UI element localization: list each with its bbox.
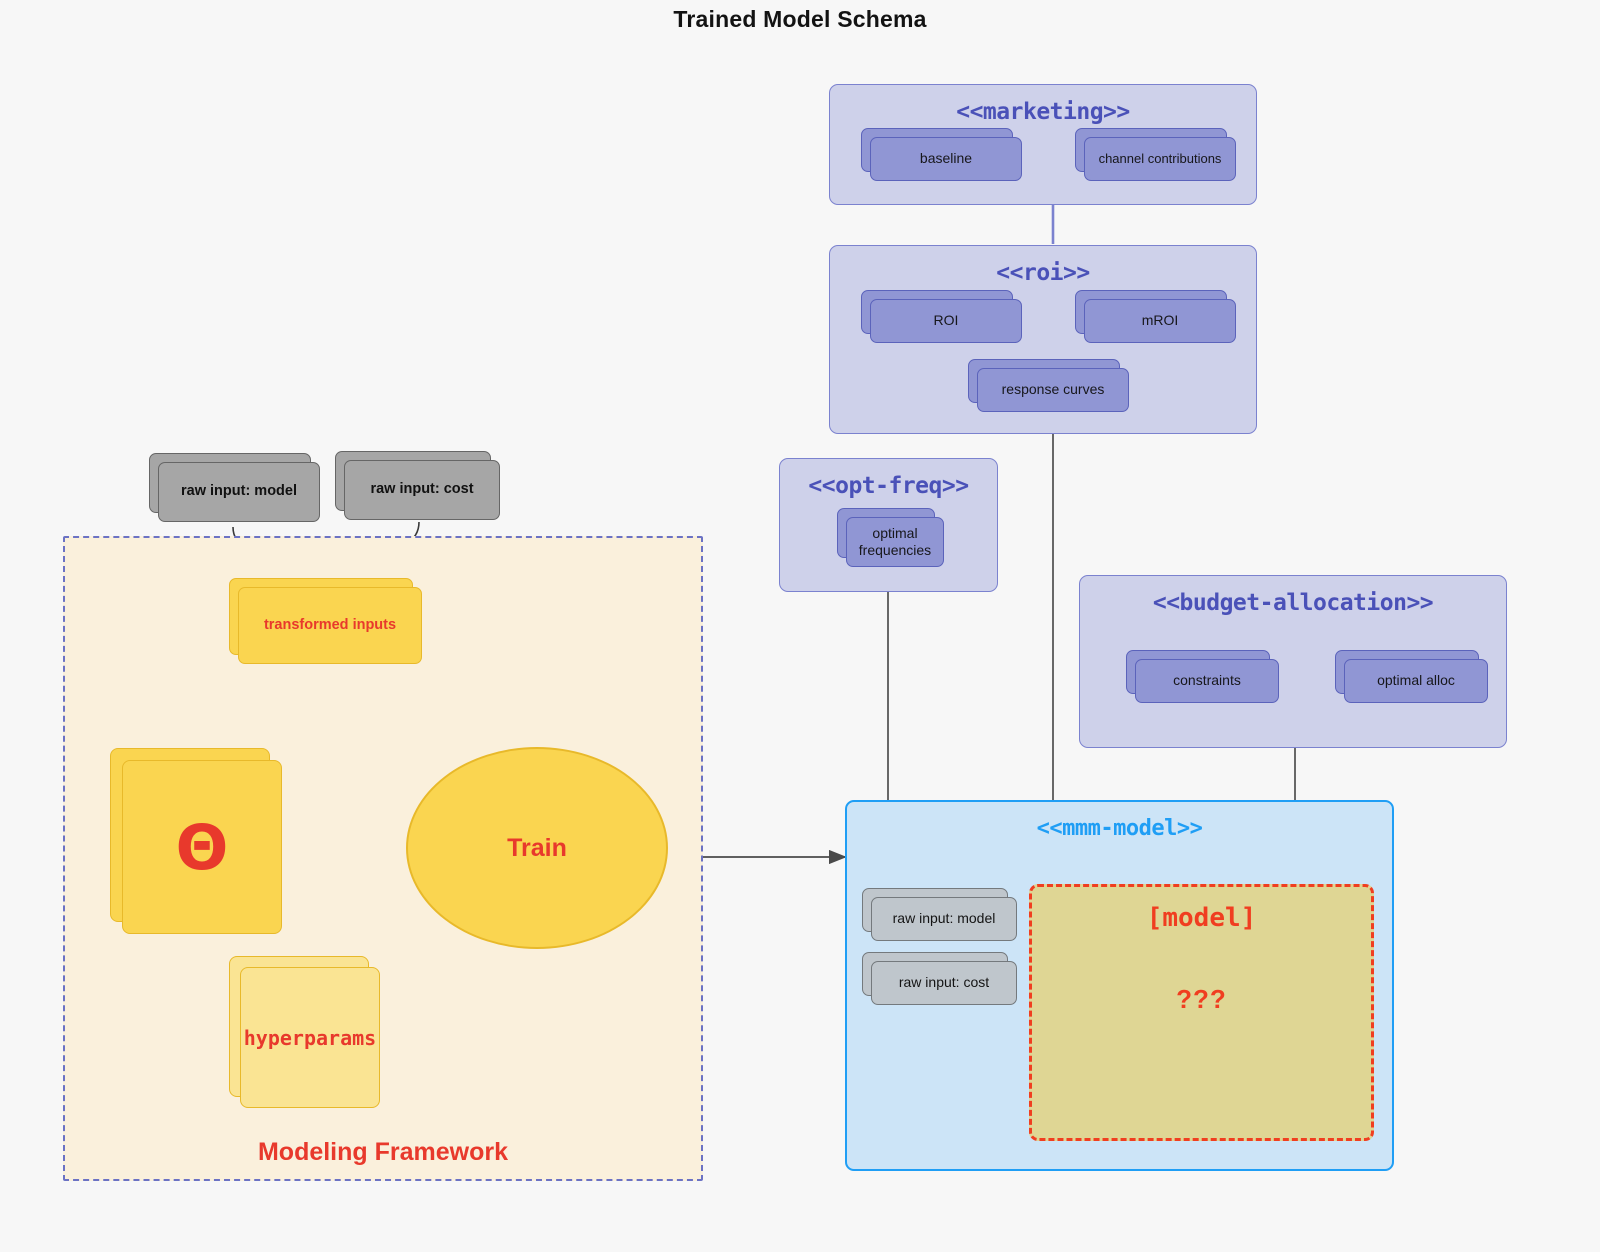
package-budget-allocation[interactable]: <<budget-allocation>> constraints optima…	[1079, 575, 1507, 748]
node-baseline-label: baseline	[870, 137, 1022, 181]
node-optimal-frequencies[interactable]: optimal frequencies	[837, 508, 944, 567]
package-roi-title: <<roi>>	[996, 260, 1090, 286]
node-optimal-alloc-label: optimal alloc	[1344, 659, 1488, 703]
package-marketing[interactable]: <<marketing>> baseline channel contribut…	[829, 84, 1257, 205]
node-raw-input-model-label: raw input: model	[158, 462, 320, 522]
model-placeholder[interactable]: [model] ???	[1029, 884, 1374, 1141]
node-optimal-frequencies-line1: optimal	[872, 524, 918, 541]
node-mmm-raw-input-cost-label: raw input: cost	[871, 961, 1017, 1005]
node-response-curves[interactable]: response curves	[968, 359, 1129, 412]
node-mroi-label: mROI	[1084, 299, 1236, 343]
node-baseline[interactable]: baseline	[861, 128, 1022, 181]
node-raw-input-cost-label: raw input: cost	[344, 460, 500, 520]
node-train-label: Train	[507, 833, 567, 862]
package-budget-allocation-title: <<budget-allocation>>	[1152, 590, 1434, 616]
node-channel-contributions-label: channel contributions	[1084, 137, 1236, 181]
node-channel-contributions[interactable]: channel contributions	[1075, 128, 1236, 181]
package-roi[interactable]: <<roi>> ROI mROI response curves	[829, 245, 1257, 434]
node-optimal-alloc[interactable]: optimal alloc	[1335, 650, 1488, 703]
node-roi-label: ROI	[870, 299, 1022, 343]
node-transformed-inputs[interactable]: transformed inputs	[229, 578, 422, 664]
node-response-curves-label: response curves	[977, 368, 1129, 412]
node-roi[interactable]: ROI	[861, 290, 1022, 343]
node-hyperparams-label: hyperparams	[240, 967, 380, 1108]
node-hyperparams[interactable]: hyperparams	[229, 956, 380, 1108]
package-mmm-model[interactable]: <<mmm-model>> raw input: model raw input…	[845, 800, 1394, 1171]
package-marketing-title: <<marketing>>	[956, 99, 1130, 125]
node-raw-input-model[interactable]: raw input: model	[149, 453, 320, 522]
node-optimal-frequencies-line2: frequencies	[858, 542, 932, 558]
page-title: Trained Model Schema	[673, 6, 927, 32]
package-opt-freq-title: <<opt-freq>>	[808, 473, 969, 499]
node-mmm-raw-input-model-label: raw input: model	[871, 897, 1017, 941]
node-theta[interactable]: Θ	[110, 748, 282, 934]
node-transformed-inputs-label: transformed inputs	[238, 587, 422, 664]
model-placeholder-title: [model]	[1146, 903, 1257, 933]
node-constraints[interactable]: constraints	[1126, 650, 1279, 703]
node-train[interactable]: Train	[406, 747, 668, 949]
modeling-framework-label: Modeling Framework	[257, 1138, 509, 1166]
model-placeholder-question: ???	[1176, 984, 1227, 1014]
node-mroi[interactable]: mROI	[1075, 290, 1236, 343]
package-mmm-model-title: <<mmm-model>>	[1036, 816, 1203, 841]
node-constraints-label: constraints	[1135, 659, 1279, 703]
package-opt-freq[interactable]: <<opt-freq>> optimal frequencies	[779, 458, 998, 592]
node-mmm-raw-input-model[interactable]: raw input: model	[862, 888, 1017, 941]
node-theta-label: Θ	[122, 760, 282, 934]
node-raw-input-cost[interactable]: raw input: cost	[335, 451, 500, 520]
node-mmm-raw-input-cost[interactable]: raw input: cost	[862, 952, 1017, 1005]
